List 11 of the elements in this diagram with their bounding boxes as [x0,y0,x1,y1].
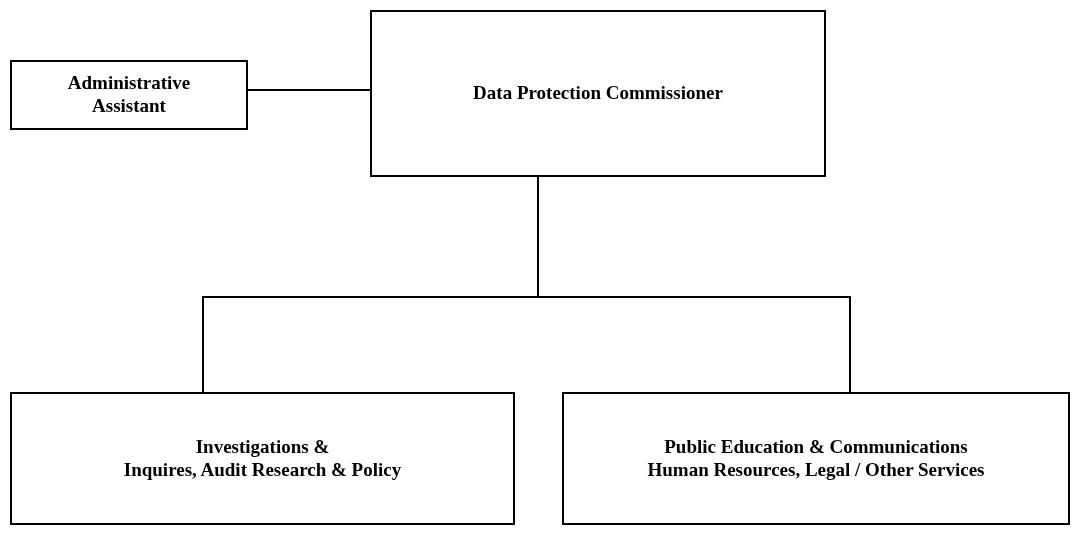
org-box [562,392,1070,525]
box-label: Public Education & Communications [664,435,968,459]
org-box [10,60,248,130]
org-box [370,10,826,177]
connector-line [247,89,371,91]
box-label: Investigations & [195,435,330,459]
box-label: Human Resources, Legal / Other Services [647,458,985,482]
box-label: Inquires, Audit Research & Policy [123,458,402,482]
org-box [10,392,515,525]
box-label: Data Protection Commissioner [473,82,723,105]
box-label: Administrative Assistant [66,72,192,118]
